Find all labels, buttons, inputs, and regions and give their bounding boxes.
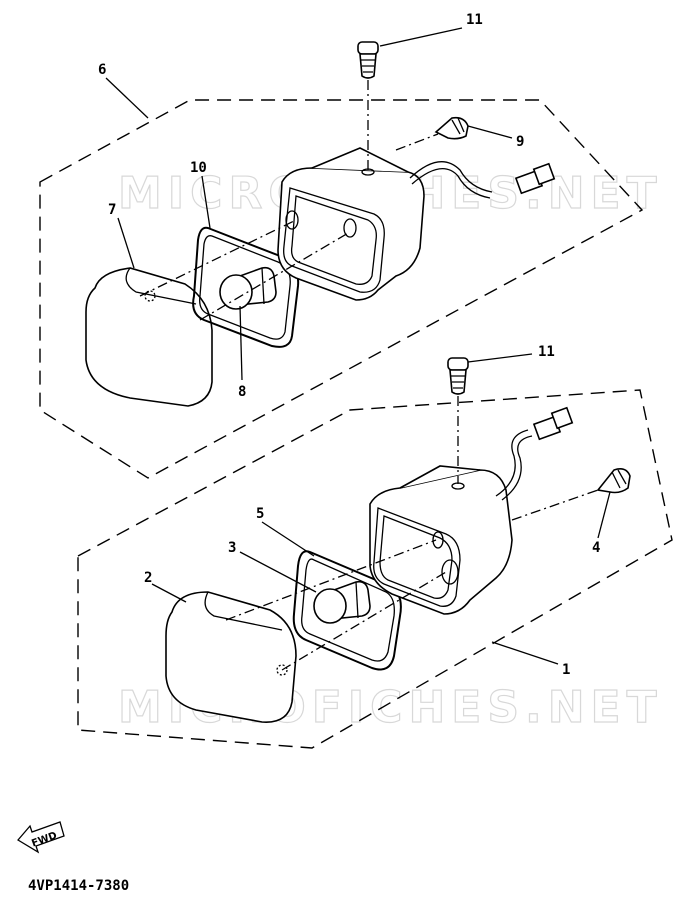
callout-leaders	[105, 27, 611, 665]
part-3-bulb	[313, 580, 371, 624]
assembly-1-outline	[77, 389, 673, 749]
callout-3: 3	[228, 540, 236, 556]
fwd-label: FWD	[30, 830, 58, 849]
callout-11-bottom: 11	[538, 344, 555, 360]
callout-4: 4	[592, 540, 600, 556]
part-7-lens	[85, 267, 213, 407]
part-8-bulb	[219, 266, 277, 310]
part-5-gasket	[292, 550, 402, 671]
callout-11-top: 11	[466, 12, 483, 28]
callout-10: 10	[190, 160, 207, 176]
part-11-screw-bottom	[447, 357, 469, 395]
part-2-lens	[165, 591, 297, 723]
callout-5: 5	[256, 506, 264, 522]
part-4-grommet	[596, 468, 631, 494]
callout-1: 1	[562, 662, 570, 678]
fwd-arrow-icon: FWD	[17, 821, 65, 854]
connector-bottom	[532, 406, 574, 441]
part-code: 4VP1414-7380	[28, 878, 129, 894]
callout-9: 9	[516, 134, 524, 150]
housing-bottom	[369, 429, 533, 615]
housing-top	[277, 147, 493, 301]
assembly-6-outline	[39, 99, 644, 479]
part-9-grommet	[434, 116, 469, 140]
callout-2: 2	[144, 570, 152, 586]
part-11-screw-top	[357, 41, 379, 79]
callout-6: 6	[98, 62, 106, 78]
connector-top	[514, 162, 556, 195]
callout-8: 8	[238, 384, 246, 400]
callout-7: 7	[108, 202, 116, 218]
